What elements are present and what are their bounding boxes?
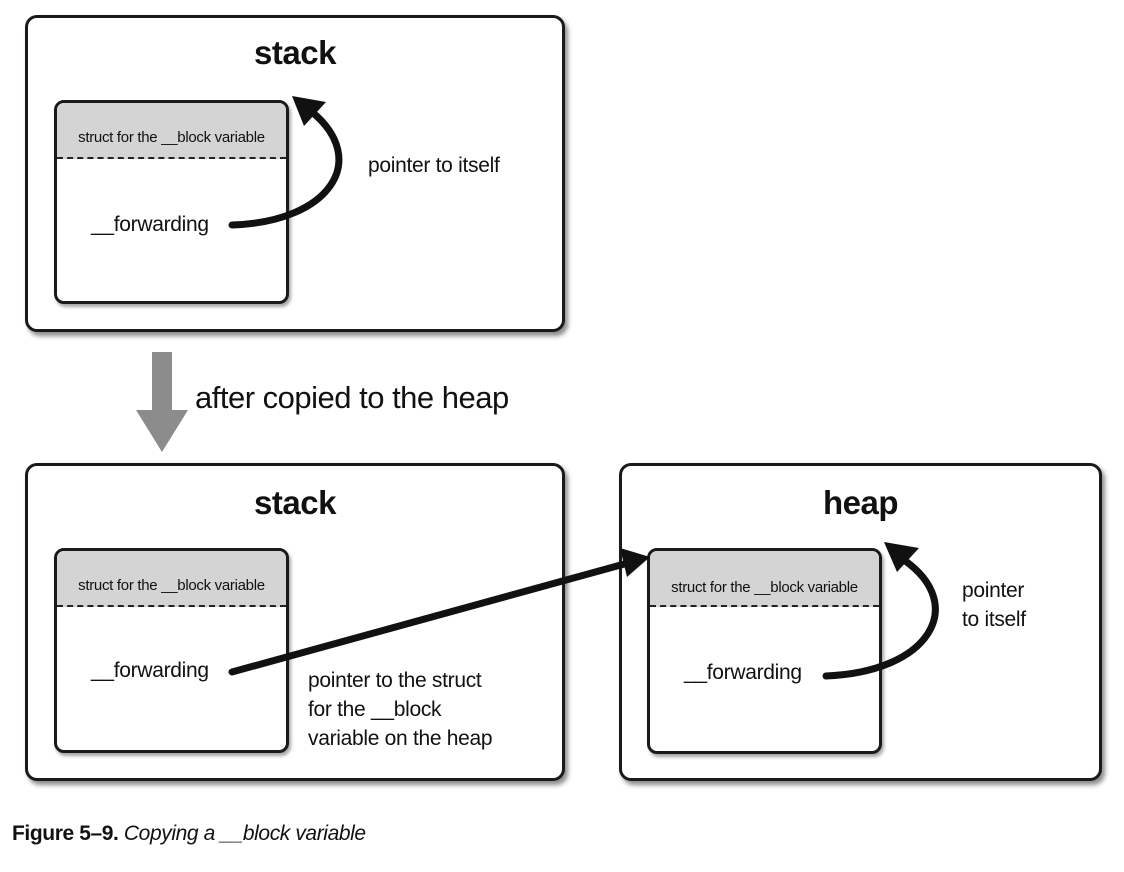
forwarding-field: __forwarding	[91, 659, 209, 682]
stack-struct-before: struct for the __block variable __forwar…	[54, 100, 289, 304]
stack-panel-title: stack	[254, 34, 336, 71]
transition-arrow	[136, 352, 188, 452]
pointer-to-itself-note: pointer to itself	[368, 154, 500, 177]
heap-struct: struct for the __block variable __forwar…	[647, 548, 882, 754]
struct-header: struct for the __block variable	[650, 551, 879, 607]
figure-caption-text: Copying a __block variable	[123, 822, 366, 845]
forwarding-field: __forwarding	[91, 213, 209, 236]
struct-header: struct for the __block variable	[57, 103, 286, 159]
note-line: for the __block	[308, 698, 442, 721]
figure-caption: Figure 5–9. Copying a __block variable	[12, 822, 366, 846]
self-pointer-arrow	[228, 96, 343, 229]
transition-label: after copied to the heap	[195, 380, 509, 415]
struct-header: struct for the __block variable	[57, 551, 286, 607]
heap-panel-title: heap	[822, 484, 899, 521]
pointer-to-heap-struct-note: pointer to the struct for the __block va…	[308, 666, 493, 753]
figure-number: Figure 5–9.	[12, 822, 119, 845]
note-line: variable on the heap	[308, 727, 493, 750]
note-line: pointer to the struct	[308, 669, 482, 692]
stack-struct-after: struct for the __block variable __forwar…	[54, 548, 289, 753]
stack-panel-title: stack	[254, 484, 336, 521]
stack-to-heap-arrow	[228, 548, 650, 676]
heap-self-pointer-arrow	[822, 542, 939, 680]
heap-pointer-to-itself-note: pointer to itself	[962, 576, 1026, 634]
note-line: pointer	[962, 579, 1025, 602]
note-line: to itself	[962, 608, 1026, 631]
forwarding-field: __forwarding	[684, 661, 802, 684]
